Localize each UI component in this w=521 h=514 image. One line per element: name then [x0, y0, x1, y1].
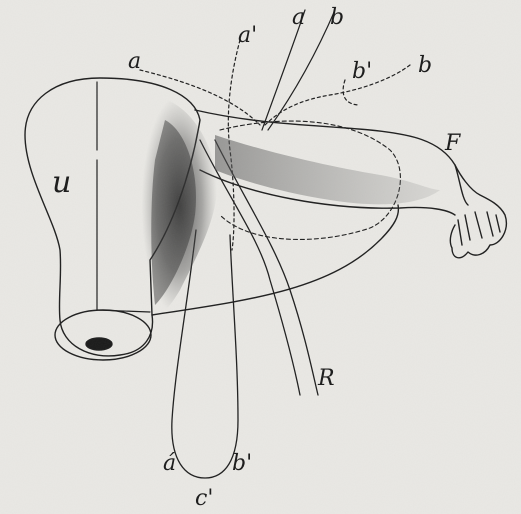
label-b-prime-bottom: b' [232, 451, 252, 476]
label-a-prime-bottom: á [163, 451, 176, 476]
label-a-top: a [292, 5, 305, 30]
label-b-prime-top: b' [352, 59, 372, 84]
label-a-left: a [128, 49, 141, 74]
label-b-top: b [330, 5, 344, 30]
label-tube: F [444, 131, 461, 156]
label-c-prime-bottom: c' [195, 486, 213, 511]
label-round-ligament: R [317, 366, 335, 391]
label-a-prime-top: a' [238, 23, 257, 48]
label-b-right: b [418, 53, 432, 78]
label-uterus: u [52, 165, 71, 200]
